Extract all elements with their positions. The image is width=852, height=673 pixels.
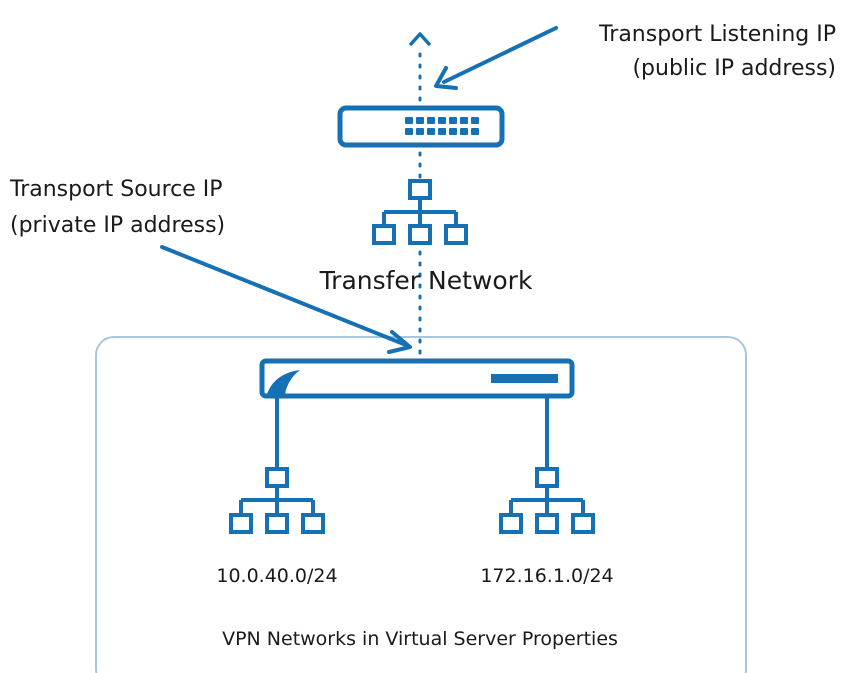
left-network-topology-icon [229, 467, 325, 534]
listening-ip-label-line1: Transport Listening IP [598, 22, 836, 47]
listening-ip-label-line2: (public IP address) [632, 56, 836, 81]
source-ip-pointer [160, 245, 412, 354]
vpn-networks-box [95, 336, 747, 673]
source-ip-label-line2: (private IP address) [10, 213, 225, 238]
vpn-box-caption: VPN Networks in Virtual Server Propertie… [222, 628, 618, 650]
transfer-network-topology-icon [372, 179, 468, 245]
right-network-label: 172.16.1.0/24 [480, 565, 613, 587]
left-network-label: 10.0.40.0/24 [216, 565, 337, 587]
transfer-network-label: Transfer Network [319, 266, 533, 295]
uplink-arrow-icon [409, 32, 431, 46]
listening-ip-pointer [434, 26, 558, 90]
firewall-appliance-icon [259, 358, 575, 399]
network-switch-icon [337, 105, 505, 148]
right-network-topology-icon [499, 467, 595, 534]
source-ip-label-line1: Transport Source IP [9, 177, 223, 202]
